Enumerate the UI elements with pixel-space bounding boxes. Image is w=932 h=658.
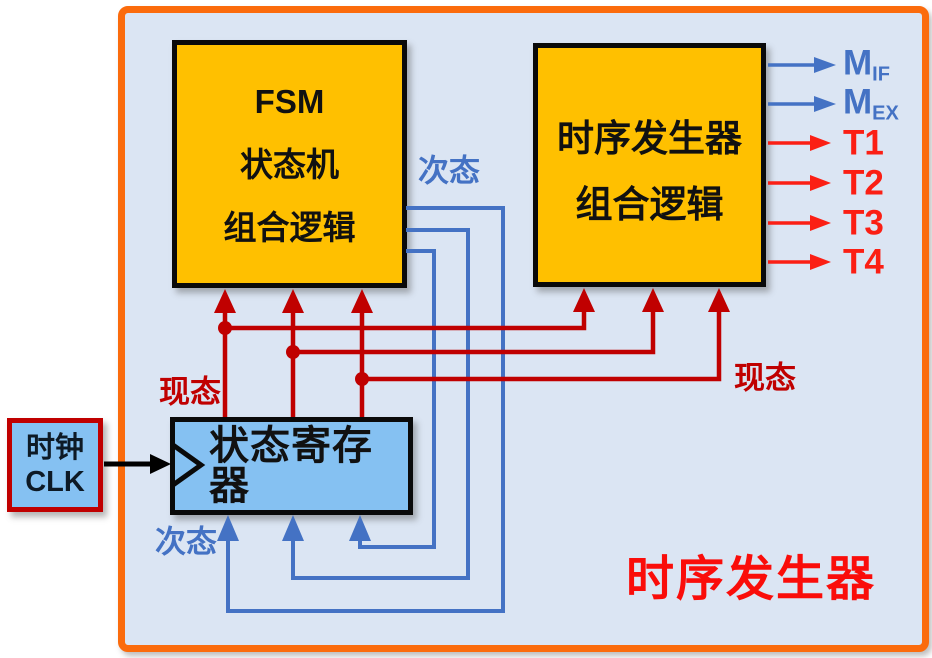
timing-box-line: 组合逻辑 — [575, 183, 724, 225]
timing-box-line: 时序发生器 — [557, 117, 742, 159]
timing-combinational-logic-box: 时序发生器 组合逻辑 — [533, 43, 766, 287]
label-next-state-bottom: 次态 — [155, 524, 217, 560]
diagram-title: 时序发生器 — [625, 553, 877, 606]
clock-box-line: CLK — [25, 465, 85, 498]
fsm-box-line: 组合逻辑 — [223, 208, 356, 246]
output-label-t4: T4 — [843, 242, 884, 282]
fsm-box-line: FSM — [254, 82, 325, 120]
fsm-combinational-logic-box: FSM 状态机 组合逻辑 — [172, 40, 407, 288]
output-label-mex: MEX — [843, 82, 899, 125]
clock-box-line: 时钟 — [25, 431, 84, 464]
label-current-state-left: 现态 — [159, 374, 221, 410]
output-label-t3: T3 — [843, 203, 884, 243]
output-label-t2: T2 — [843, 163, 884, 203]
fsm-box-line: 状态机 — [240, 145, 339, 183]
output-label-t1: T1 — [843, 123, 884, 163]
state-register-label: 状态寄存器 — [209, 424, 373, 508]
label-current-state-right: 现态 — [734, 360, 796, 396]
output-label-mif: MIF — [843, 43, 890, 86]
clock-box: 时钟 CLK — [7, 418, 103, 512]
label-next-state-top: 次态 — [418, 153, 480, 189]
state-register-box: 状态寄存器 — [170, 417, 413, 515]
